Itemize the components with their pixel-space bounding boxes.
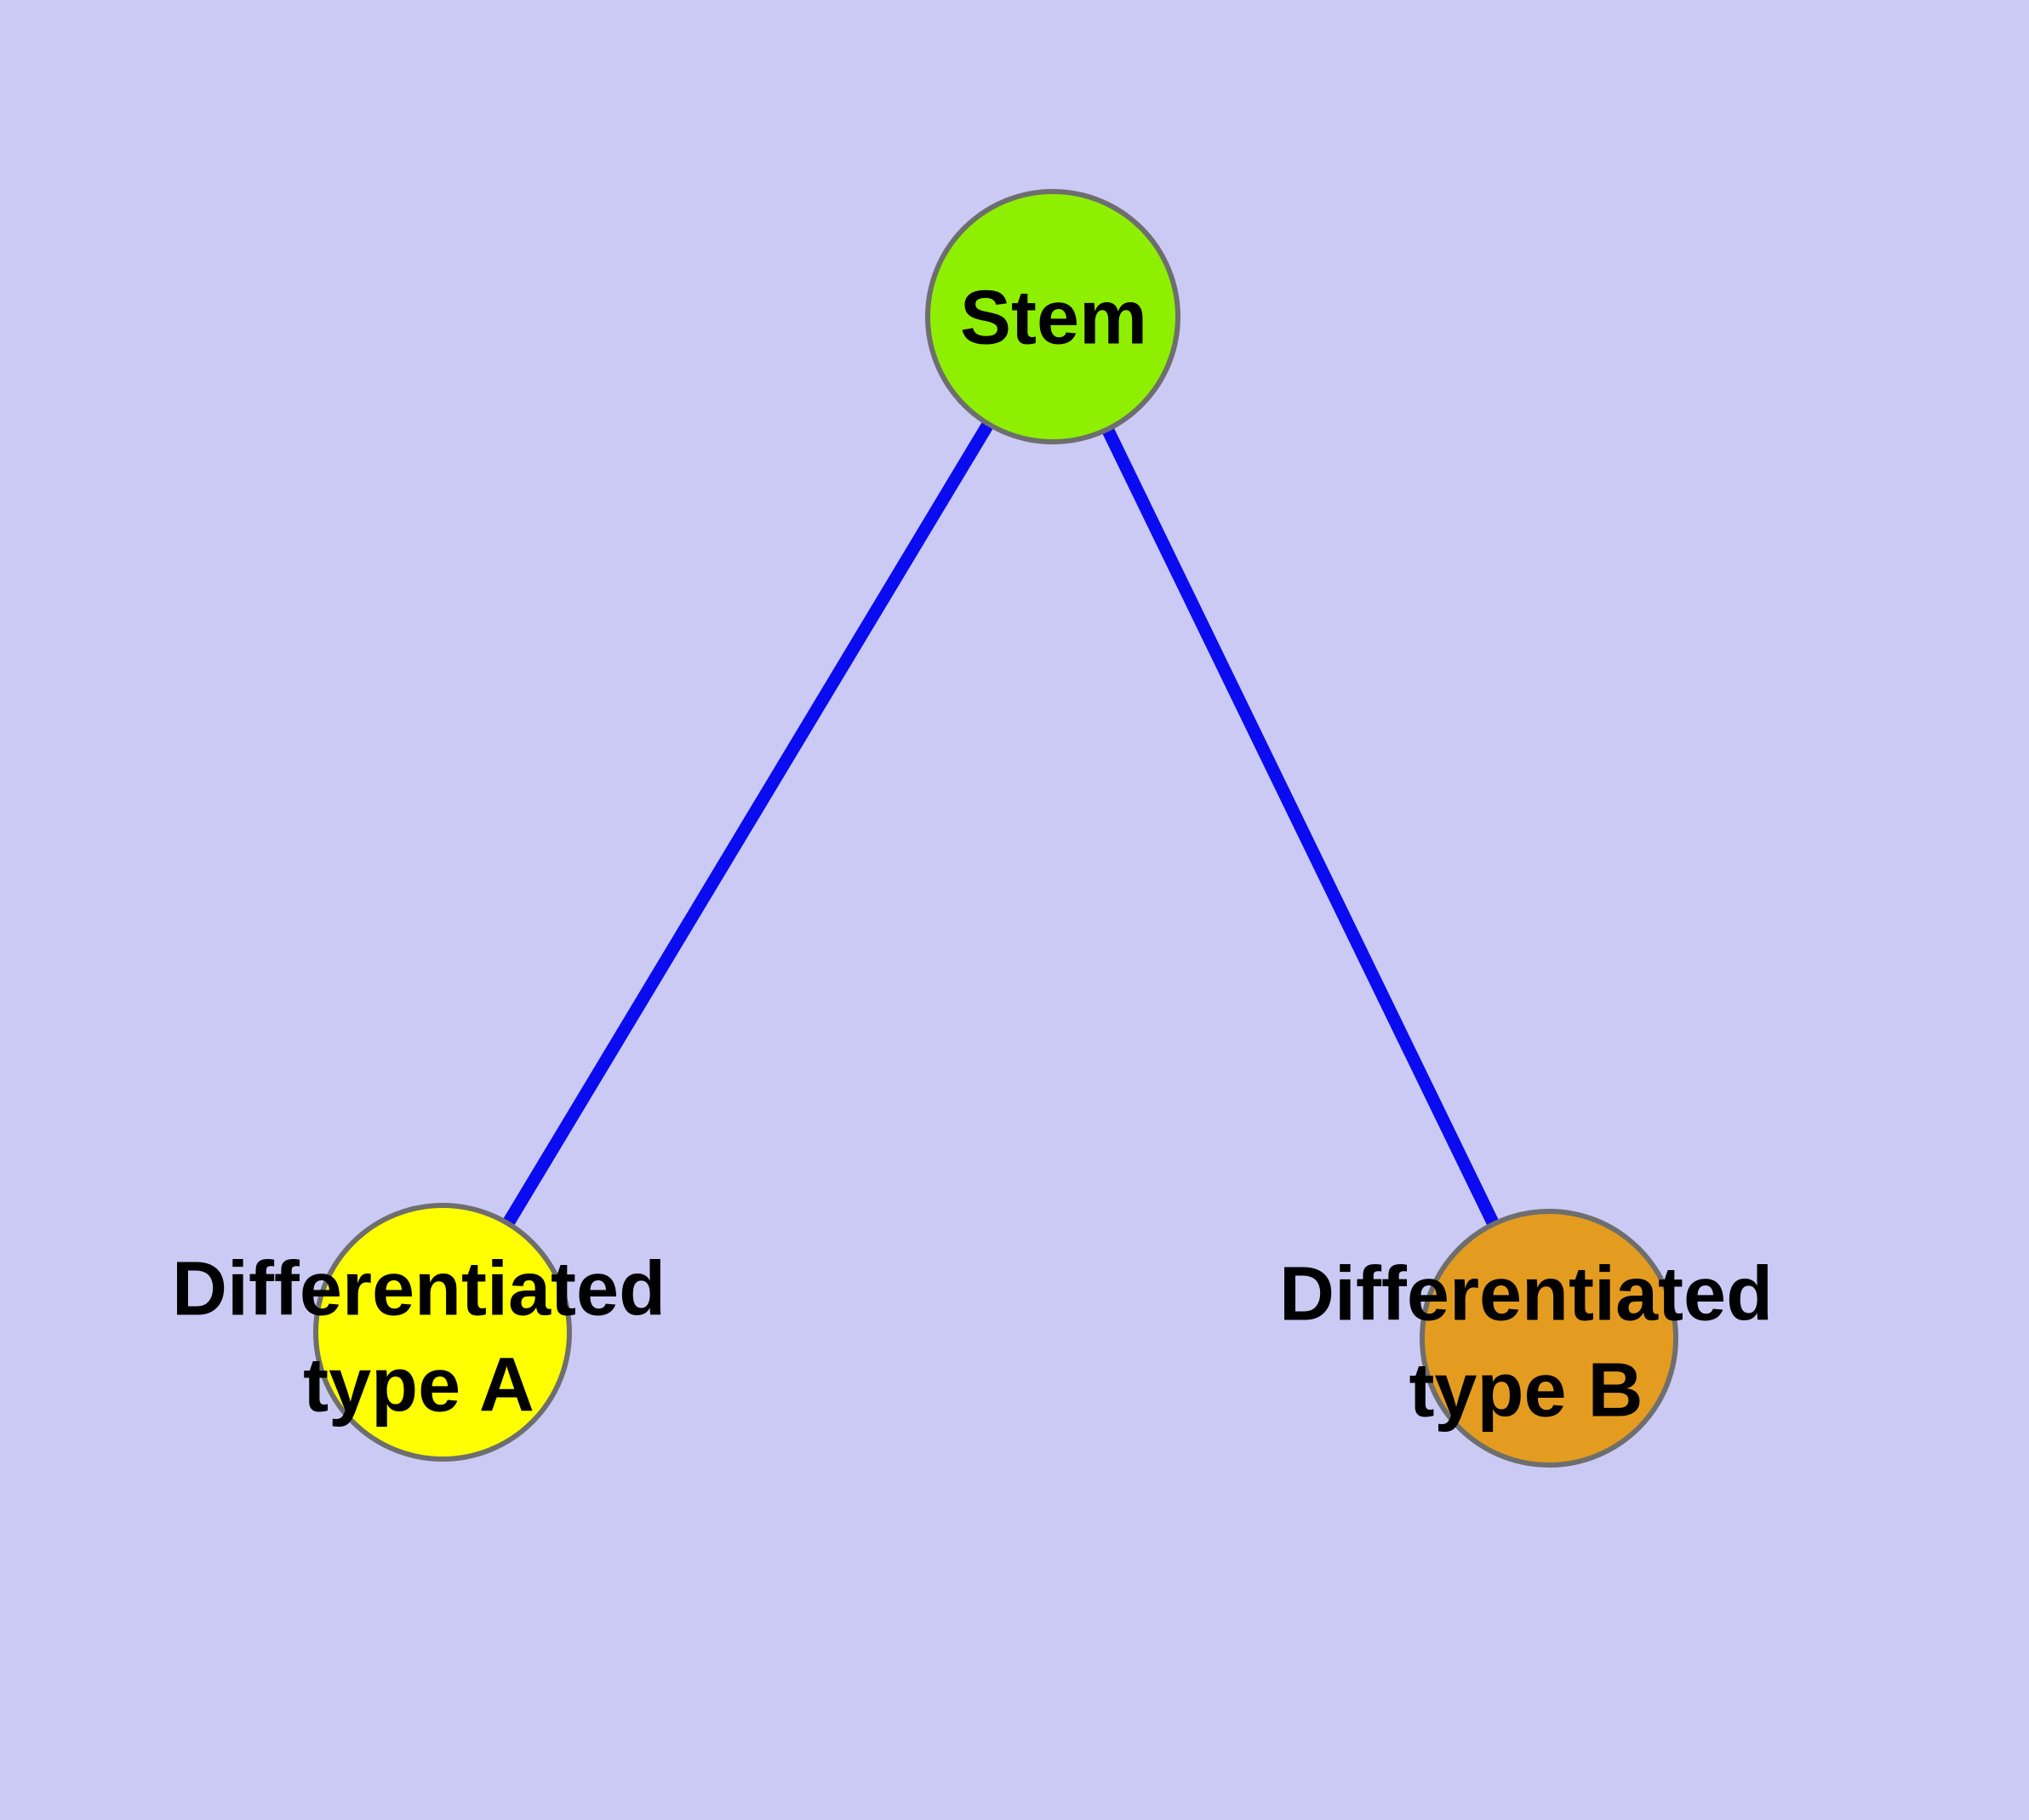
node-differentiated-type-a-circle: [313, 1203, 572, 1462]
node-stem-circle: [925, 189, 1180, 444]
node-differentiated-type-b-label: Differentiated type B: [1278, 1251, 1774, 1434]
edge-stem-to-type-a: [437, 313, 1059, 1336]
edge-stem-to-type-b: [1047, 313, 1555, 1342]
node-stem-label: Stem: [959, 275, 1148, 361]
node-differentiated-type-a-label: Differentiated type A: [171, 1246, 666, 1428]
node-differentiated-type-b-circle: [1420, 1209, 1678, 1468]
